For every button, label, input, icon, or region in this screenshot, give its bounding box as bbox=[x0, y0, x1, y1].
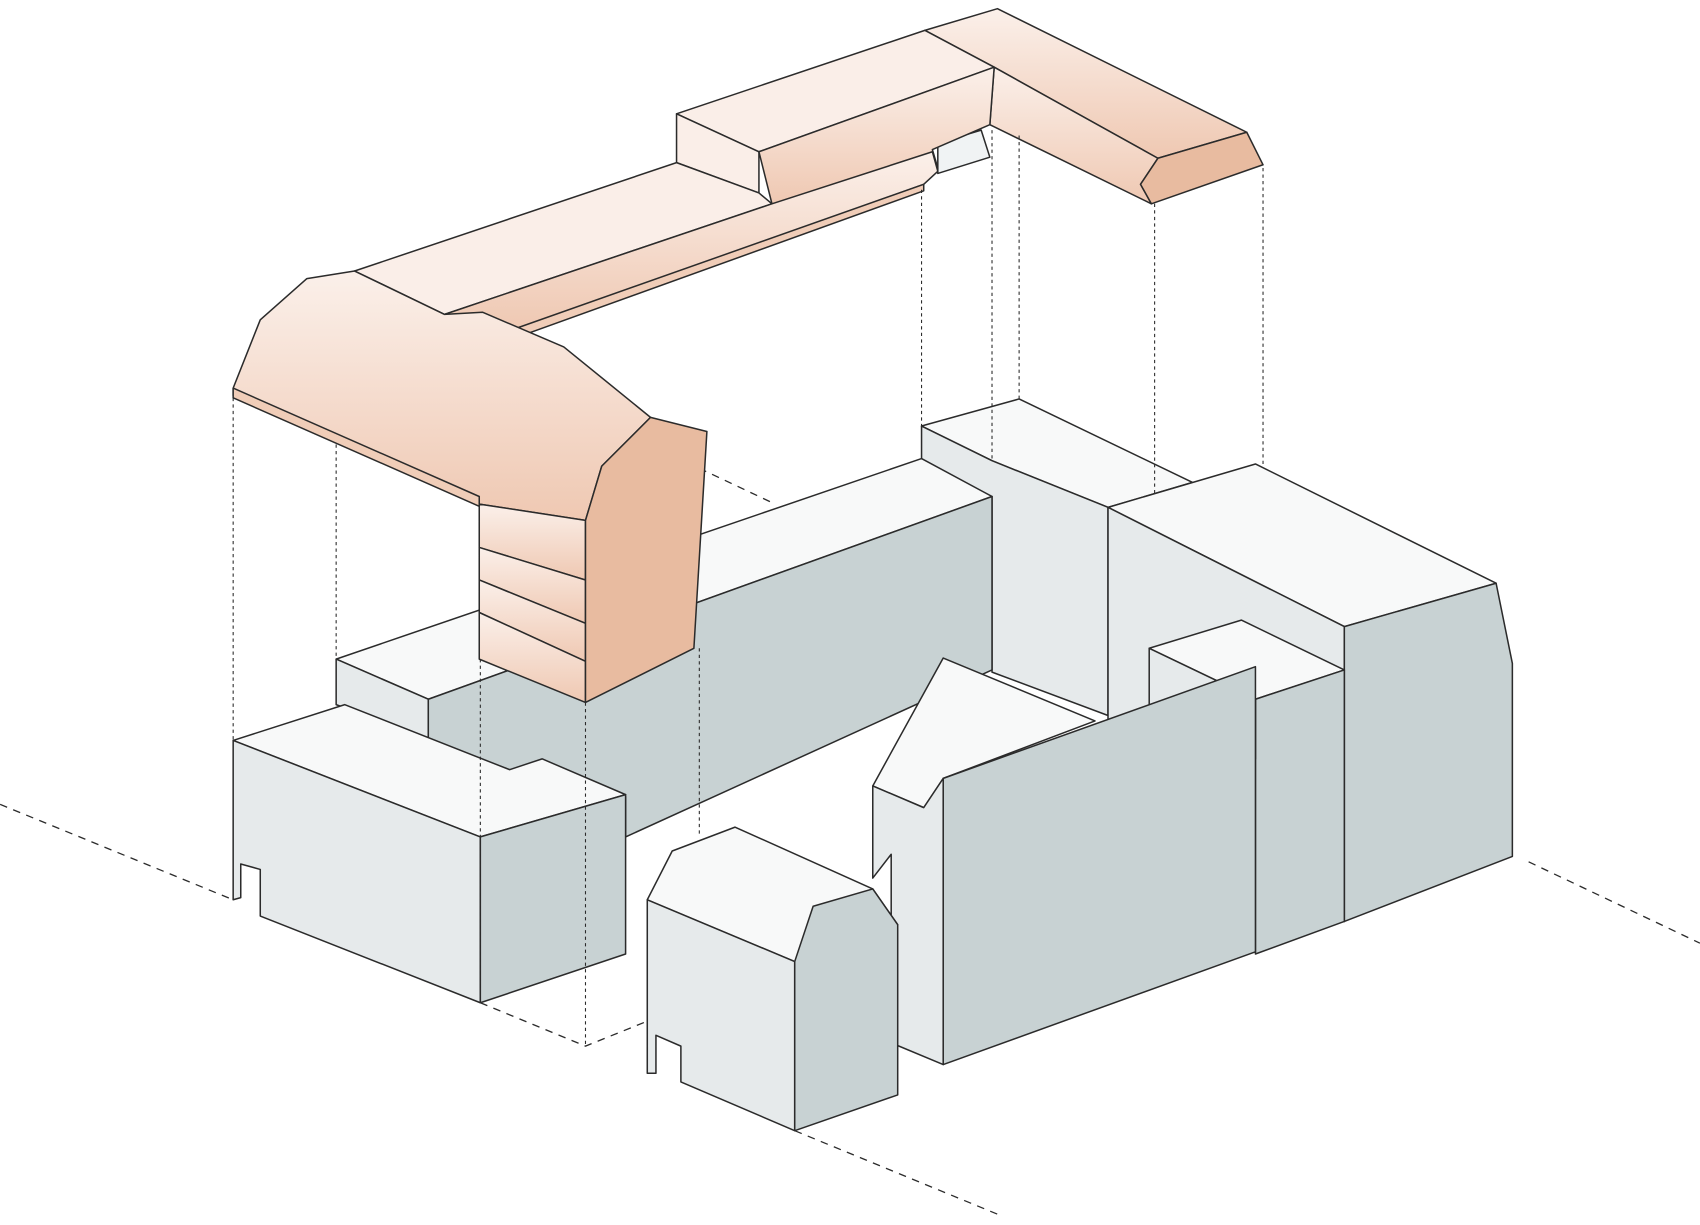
ground-line-right bbox=[1528, 861, 1700, 944]
existing-buildings bbox=[232, 398, 1514, 1132]
ground-line-middle bbox=[480, 1002, 648, 1047]
house-side bbox=[793, 888, 899, 1132]
ground-line-front bbox=[794, 1130, 998, 1215]
inner-block-face bbox=[1254, 669, 1346, 955]
ground-line-back bbox=[699, 467, 776, 505]
ground-lines bbox=[0, 467, 1700, 1215]
ground-line-left bbox=[0, 803, 234, 901]
right-block-right-face bbox=[1343, 582, 1514, 923]
projection-lines bbox=[232, 130, 1264, 1047]
roof-right-wing-end bbox=[1139, 131, 1264, 205]
roof-extension bbox=[232, 7, 1264, 704]
slab-left-face bbox=[872, 777, 944, 1066]
slab-front-face bbox=[942, 665, 1257, 1066]
